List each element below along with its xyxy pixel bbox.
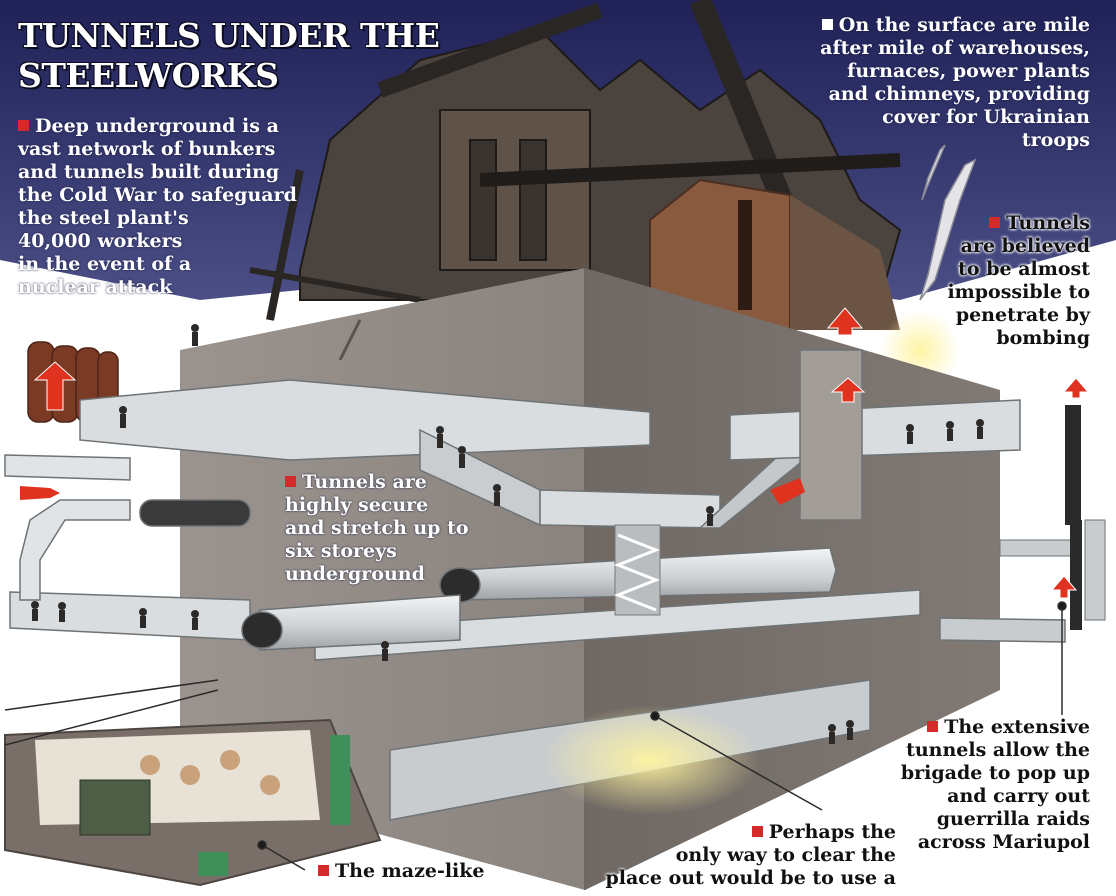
- missile-icon: [919, 144, 977, 301]
- brown-tower: [649, 178, 900, 331]
- bullet-marker: [318, 865, 329, 876]
- left-lower-corridor: [9, 591, 251, 641]
- caption-bombing: Tunnels are believed to be almost imposs…: [947, 212, 1090, 349]
- shaft-tower: [799, 349, 863, 521]
- floodlight-glow: [540, 705, 760, 815]
- caption-clear-out: Perhaps the only way to clear the place …: [605, 821, 896, 889]
- title-line-1: TUNNELS UNDER THE: [18, 16, 440, 55]
- mid-corridor: [539, 489, 721, 529]
- caption-extensive: The extensive tunnels allow the brigade …: [900, 716, 1090, 853]
- tunnel-network: [4, 349, 1066, 821]
- arrow-up-icon: [33, 307, 1090, 599]
- caption-deep-underground: Deep underground is a vast network of bu…: [18, 115, 297, 298]
- caption-secure: Tunnels are highly secure and stretch up…: [285, 471, 469, 585]
- infographic-title: TUNNELS UNDER THE STEELWORKS: [18, 16, 440, 96]
- bullet-marker: [927, 721, 939, 732]
- bullet-marker: [285, 476, 296, 487]
- caption-maze: The maze-like: [318, 860, 485, 883]
- bullet-marker: [821, 19, 833, 30]
- bullet-marker: [18, 120, 29, 131]
- left-zigzag: [19, 499, 131, 601]
- bunker-room: [4, 718, 382, 887]
- right-exit-corridor: [939, 617, 1066, 643]
- title-line-2: STEELWORKS: [18, 56, 279, 95]
- right-vertical-shaft: [999, 405, 1106, 630]
- pointer-lines: [4, 601, 1067, 871]
- bullet-marker: [989, 217, 1001, 228]
- arrow-right-icon: [20, 478, 805, 505]
- lower-tunnel: [314, 589, 921, 661]
- caption-surface: On the surface are mile after mile of wa…: [820, 14, 1090, 151]
- spiral-staircase: [613, 524, 661, 616]
- soldier-figure: [31, 324, 984, 744]
- upper-left-tunnel: [79, 379, 651, 461]
- bullet-marker: [751, 826, 763, 837]
- left-pipe-exit: [4, 454, 131, 481]
